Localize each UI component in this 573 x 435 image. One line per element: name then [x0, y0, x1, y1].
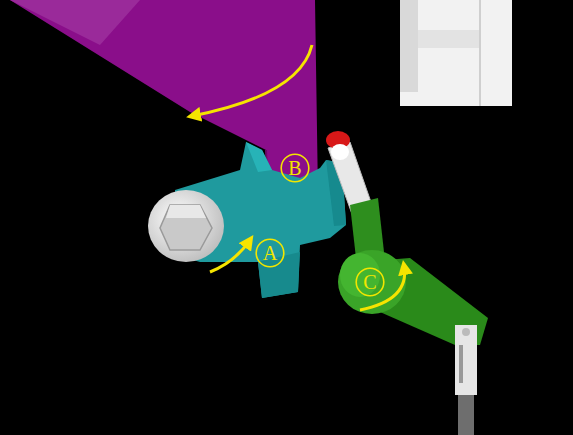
callout-circle: A — [255, 238, 285, 268]
callout-letter: B — [288, 158, 301, 178]
clevis-rod — [455, 325, 477, 435]
rotation-arrow — [192, 45, 312, 116]
circle-outline — [356, 268, 384, 296]
callout-circle: B — [280, 153, 310, 183]
pivot-bolt — [148, 190, 224, 262]
purple-part — [10, 0, 318, 196]
callout-circle: C — [355, 267, 385, 297]
white-block — [400, 0, 512, 106]
rotation-arrow — [210, 240, 250, 272]
callout-letter: C — [363, 272, 376, 292]
green-arm — [338, 198, 488, 345]
circle-outline — [281, 154, 309, 182]
circle-outline — [256, 239, 284, 267]
callout-letter: A — [263, 243, 277, 263]
